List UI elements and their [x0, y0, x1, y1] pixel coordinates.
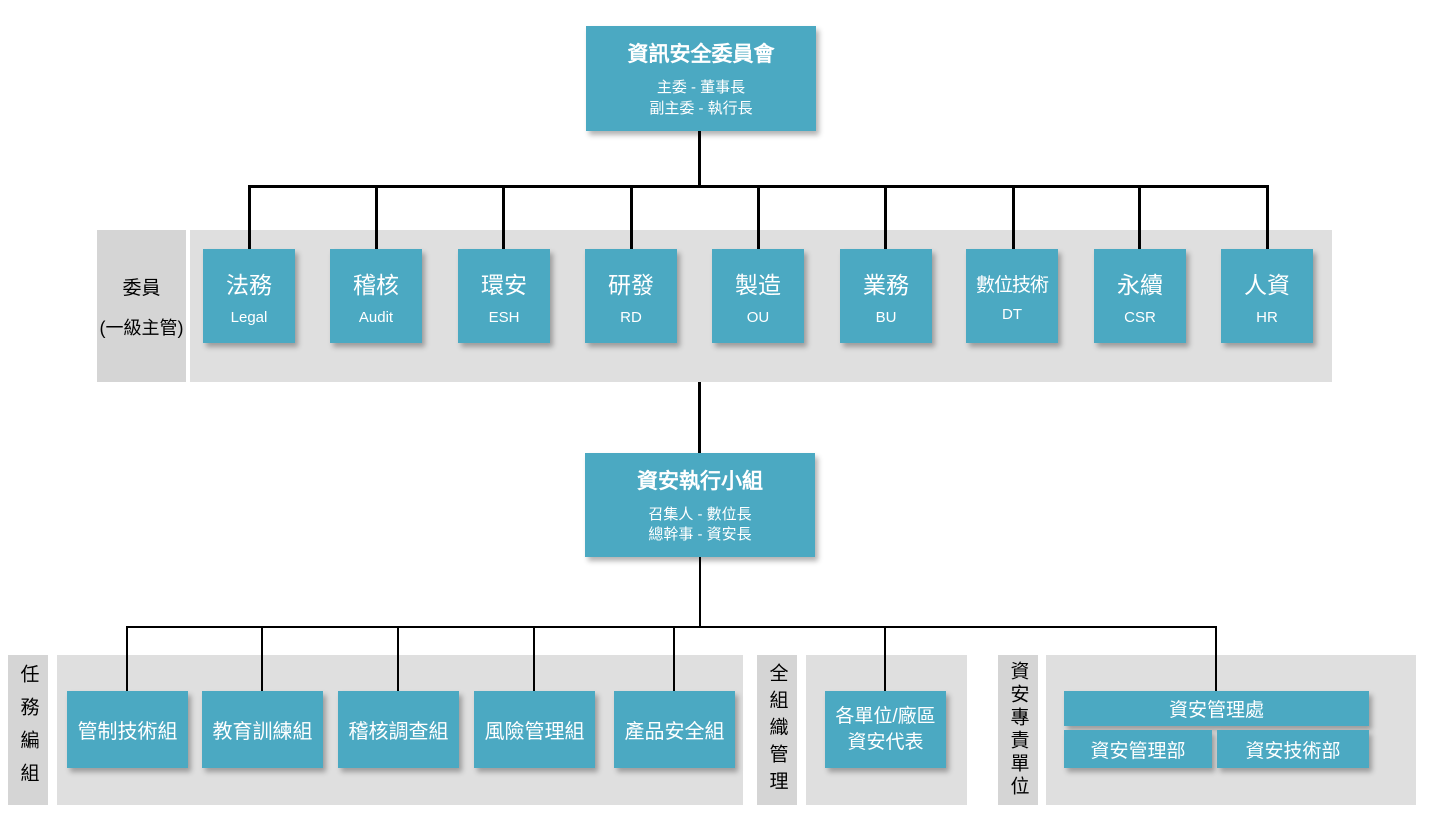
executive-team-title: 資安執行小組 — [637, 469, 763, 493]
executive-team-box: 資安執行小組 召集人 - 數位長 總幹事 - 資安長 — [585, 453, 815, 557]
task-group-title: 稽核調查組 — [348, 721, 449, 743]
member-box-rd: 研發 RD — [585, 249, 677, 343]
committee-root-vice-chair: 副主委 - 執行長 — [649, 99, 753, 117]
member-box-dt: 數位技術 DT — [966, 249, 1058, 343]
committee-label-box: 委員 (一級主管) — [97, 230, 186, 382]
connector-drop-dt — [1012, 185, 1015, 250]
member-title: 數位技術 — [975, 274, 1049, 296]
member-title: 業務 — [863, 272, 909, 298]
security-mgmt-dept-box: 資安管理部 — [1064, 730, 1212, 768]
task-group-box-audit-invest: 稽核調查組 — [338, 691, 459, 768]
security-division-title: 資安管理處 — [1168, 700, 1264, 721]
member-title: 人資 — [1244, 272, 1290, 298]
member-box-audit: 稽核 Audit — [330, 249, 422, 343]
member-title: 稽核 — [353, 272, 399, 298]
member-title: 研發 — [608, 272, 654, 298]
task-group-title: 風險管理組 — [484, 721, 585, 743]
connector-executive-vertical — [699, 557, 701, 628]
member-subtitle: ESH — [488, 309, 520, 326]
task-group-title: 教育訓練組 — [212, 721, 313, 743]
member-subtitle: RD — [620, 309, 642, 326]
connector-drop-education — [261, 626, 263, 692]
connector-drop-legal — [248, 185, 251, 250]
security-mgmt-dept-title: 資安管理部 — [1090, 740, 1186, 762]
member-box-ou: 製造 OU — [712, 249, 804, 343]
executive-team-secretary: 總幹事 - 資安長 — [648, 526, 752, 543]
org-rep-line1: 各單位/廠區 — [835, 705, 936, 727]
member-title: 法務 — [226, 272, 272, 298]
dedicated-unit-label-box: 資安專責單位 — [998, 655, 1038, 805]
task-group-box-education: 教育訓練組 — [202, 691, 323, 768]
member-subtitle: Legal — [230, 309, 268, 326]
member-box-bu: 業務 BU — [840, 249, 932, 343]
member-subtitle: DT — [1002, 305, 1022, 323]
member-subtitle: OU — [746, 309, 770, 326]
connector-drop-reps — [884, 626, 886, 692]
connector-drop-product — [673, 626, 675, 692]
member-title: 永續 — [1117, 272, 1163, 298]
task-group-title: 管制技術組 — [77, 721, 178, 743]
connector-drop-control-tech — [126, 626, 128, 692]
member-subtitle: BU — [875, 309, 897, 326]
security-tech-dept-box: 資安技術部 — [1217, 730, 1369, 768]
task-groups-label: 任務編組 — [17, 664, 39, 796]
member-title: 環安 — [481, 272, 527, 298]
task-group-box-product: 產品安全組 — [614, 691, 735, 768]
connector-root-vertical — [698, 131, 701, 188]
task-group-title: 產品安全組 — [624, 721, 725, 743]
member-title: 製造 — [735, 272, 781, 298]
connector-bottom-horizontal — [126, 626, 1217, 628]
member-box-legal: 法務 Legal — [203, 249, 295, 343]
connector-band-to-executive — [698, 382, 701, 453]
org-wide-label-box: 全組織管理 — [757, 655, 797, 805]
task-group-box-control-tech: 管制技術組 — [67, 691, 188, 768]
member-box-csr: 永續 CSR — [1094, 249, 1186, 343]
committee-root-chair: 主委 - 董事長 — [656, 79, 746, 97]
member-subtitle: HR — [1256, 309, 1278, 326]
org-rep-line2: 資安代表 — [847, 731, 924, 753]
member-subtitle: CSR — [1124, 309, 1156, 326]
connector-drop-risk — [533, 626, 535, 692]
security-tech-dept-title: 資安技術部 — [1245, 740, 1341, 762]
connector-drop-hr — [1266, 185, 1269, 250]
committee-root-box: 資訊安全委員會 主委 - 董事長 副主委 - 執行長 — [586, 26, 816, 131]
connector-drop-bu — [884, 185, 887, 250]
task-groups-label-box: 任務編組 — [8, 655, 48, 805]
member-subtitle: Audit — [358, 309, 394, 326]
org-wide-label: 全組織管理 — [766, 662, 788, 798]
committee-root-title: 資訊安全委員會 — [627, 43, 775, 67]
connector-drop-esh — [502, 185, 505, 250]
connector-drop-division — [1215, 626, 1217, 692]
connector-drop-ou — [757, 185, 760, 250]
org-rep-box: 各單位/廠區 資安代表 — [825, 691, 946, 768]
executive-team-convener: 召集人 - 數位長 — [648, 505, 752, 523]
security-division-box: 資安管理處 — [1064, 691, 1369, 726]
connector-drop-csr — [1138, 185, 1141, 250]
committee-label-line1: 委員 — [122, 277, 161, 299]
task-group-box-risk: 風險管理組 — [474, 691, 595, 768]
member-box-hr: 人資 HR — [1221, 249, 1313, 343]
connector-drop-audit — [375, 185, 378, 250]
dedicated-unit-label: 資安專責單位 — [1007, 661, 1029, 799]
committee-label-line2: (一級主管) — [99, 317, 184, 338]
connector-drop-rd — [630, 185, 633, 250]
member-box-esh: 環安 ESH — [458, 249, 550, 343]
connector-drop-audit-invest — [397, 626, 399, 692]
